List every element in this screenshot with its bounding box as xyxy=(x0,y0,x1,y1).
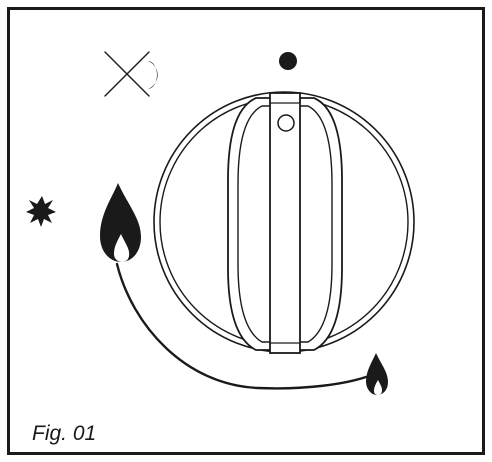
half-moon-icon xyxy=(148,61,158,89)
knob-grip xyxy=(227,92,343,354)
range-arc xyxy=(115,262,368,390)
x-cross-icon xyxy=(104,51,150,97)
indicator-dot xyxy=(279,52,297,70)
figure-frame xyxy=(7,7,485,455)
figure-caption: Fig. 01 xyxy=(32,422,97,445)
knob-pointer-mark xyxy=(277,114,295,132)
small-flame-icon xyxy=(366,353,388,395)
spark-icon xyxy=(26,196,56,227)
large-flame-icon xyxy=(100,183,141,262)
